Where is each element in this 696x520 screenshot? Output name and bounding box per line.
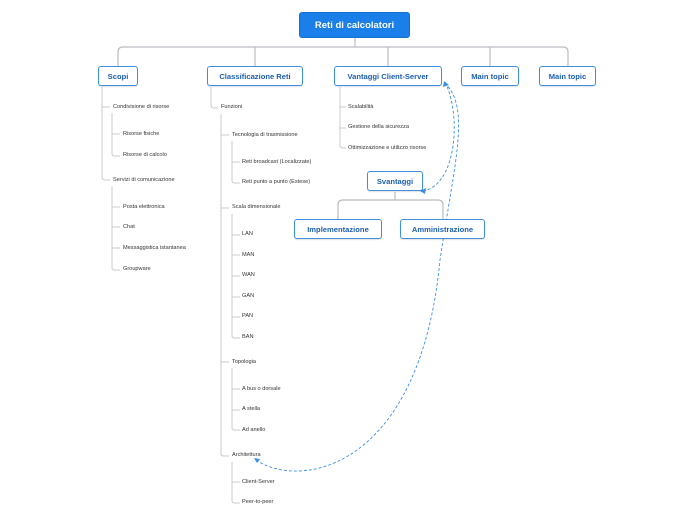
subtopic-servizi-comunicazione[interactable]: Servizi di comunicazione <box>113 177 175 183</box>
subtopic-anello[interactable]: Ad anello <box>242 427 266 433</box>
subtopic-ban[interactable]: BAN <box>242 334 254 340</box>
subtopic-gan[interactable]: GAN <box>242 293 255 299</box>
subtopic-architettura[interactable]: Architettura <box>232 452 261 458</box>
subtopic-man[interactable]: MAN <box>242 252 255 258</box>
topic-implementazione[interactable]: Implementazione <box>294 219 382 239</box>
subtopic-risorse-fisiche[interactable]: Risorse fisiche <box>123 131 160 137</box>
subtopic-groupware[interactable]: Groupware <box>123 266 151 272</box>
subtopic-reti-broadcast[interactable]: Reti broadcast (Localizzate) <box>242 159 312 165</box>
topic-svantaggi[interactable]: Svantaggi <box>367 171 423 191</box>
subtopic-gestione-sicurezza[interactable]: Gestione della sicurezza <box>348 124 409 130</box>
subtopic-posta-elettronica[interactable]: Posta elettronica <box>123 204 165 210</box>
branch-connectors <box>101 87 346 504</box>
subtopic-chat[interactable]: Chat <box>123 224 135 230</box>
subtopic-pan[interactable]: PAN <box>242 313 254 319</box>
subtopic-peer-to-peer[interactable]: Peer-to-peer <box>242 499 274 505</box>
subtopic-risorse-calcolo[interactable]: Risorse di calcolo <box>123 152 167 158</box>
topic-amministrazione[interactable]: Amministrazione <box>400 219 485 239</box>
topic-classificazione-reti[interactable]: Classificazione Reti <box>207 66 303 86</box>
subtopic-bus-dorsale[interactable]: A bus o dorsale <box>242 386 281 392</box>
topic-main-2[interactable]: Main topic <box>539 66 596 86</box>
subtopic-condivisione-risorse[interactable]: Condivisione di risorse <box>113 104 170 110</box>
relationship-lines <box>255 83 460 472</box>
topic-scopi[interactable]: Scopi <box>98 66 138 86</box>
subtopic-scalabilita[interactable]: Scalabilità <box>348 104 374 110</box>
subtopic-client-server[interactable]: Client-Server <box>242 479 275 485</box>
subtopic-lan[interactable]: LAN <box>242 231 253 237</box>
topic-vantaggi-client-server[interactable]: Vantaggi Client-Server <box>334 66 442 86</box>
root-topic[interactable]: Reti di calcolatori <box>299 12 410 38</box>
subtopic-tecnologia-trasmissione[interactable]: Tecnologia di trasmissione <box>232 132 298 138</box>
subtopic-scala-dimensionale[interactable]: Scala dimensionale <box>232 204 281 210</box>
subtopic-topologia[interactable]: Topologia <box>232 359 256 365</box>
topic-main-1[interactable]: Main topic <box>461 66 519 86</box>
subtopic-ottimizzazione-risorse[interactable]: Ottimizzazione e utilizzo risorse <box>348 145 427 151</box>
subtopic-reti-punto-a-punto[interactable]: Reti punto a punto (Estese) <box>242 179 311 185</box>
subtopic-messaggistica-istantanea[interactable]: Messaggistica istantanea <box>123 245 186 251</box>
subtopic-funzioni[interactable]: Funzioni <box>221 104 243 110</box>
subtopic-stella[interactable]: A stella <box>242 406 261 412</box>
subtopic-wan[interactable]: WAN <box>242 272 255 278</box>
